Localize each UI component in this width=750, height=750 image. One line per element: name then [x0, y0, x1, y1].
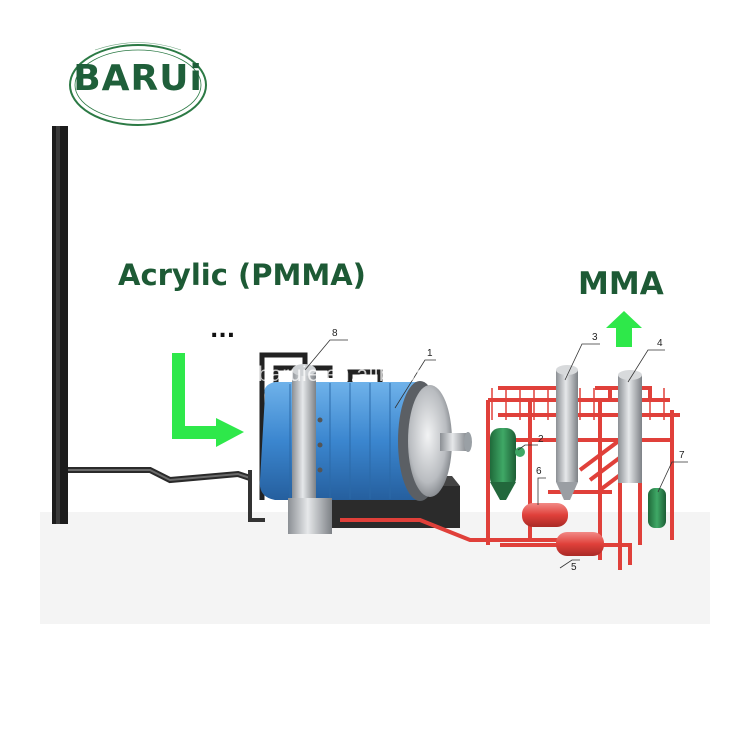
ground-plane — [40, 512, 710, 624]
output-product-label: MMA — [578, 266, 664, 302]
condenser-column-3 — [556, 365, 578, 500]
pyrolysis-reactor — [259, 381, 472, 501]
callout-5: 5 — [571, 562, 577, 573]
dedusting-tower — [288, 364, 332, 534]
callout-3: 3 — [592, 332, 598, 343]
callout-leaders — [304, 339, 688, 569]
callout-4: 4 — [657, 338, 663, 349]
input-material-title: Acrylic (PMMA) — [118, 258, 366, 292]
company-logo — [69, 44, 207, 126]
oil-tank-6 — [522, 503, 568, 527]
callout-7: 7 — [679, 450, 685, 461]
output-arrow — [606, 311, 642, 347]
condenser-column-4 — [618, 370, 642, 483]
callout-2: 2 — [538, 434, 544, 445]
oil-tank-5 — [556, 532, 604, 556]
watermark: baruie.en.alibaba.com — [258, 363, 476, 386]
vacuum-vessel — [648, 488, 666, 528]
callout-8: 8 — [332, 328, 338, 339]
brand-logo-text: BARUi — [73, 58, 203, 99]
chimney — [52, 126, 251, 524]
feed-arrow — [172, 353, 244, 447]
callout-6: 6 — [536, 466, 542, 477]
separator-vessel — [490, 428, 525, 500]
callout-1: 1 — [427, 348, 433, 359]
ellipsis-marker: ... — [210, 318, 236, 343]
